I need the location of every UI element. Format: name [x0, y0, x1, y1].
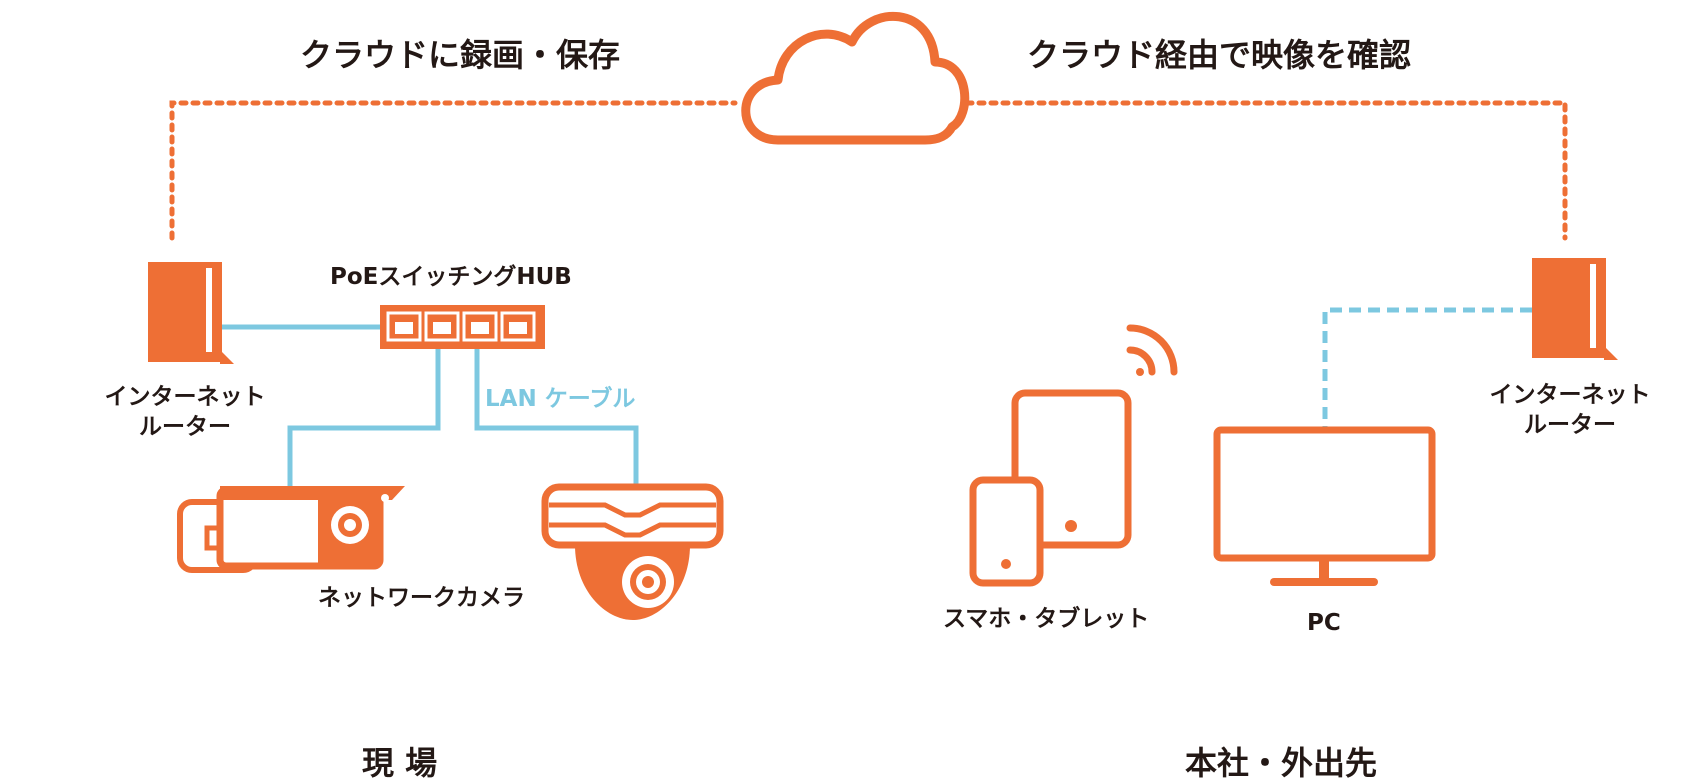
switching-hub-icon [380, 305, 545, 349]
poe-hub-label: PoEスイッチングHUB [330, 264, 572, 290]
router-left-label-line1: インターネット [104, 384, 266, 410]
site-label: 現 場 [362, 744, 438, 782]
smartphone-icon [969, 476, 1044, 587]
router-right-label-line1: インターネット [1489, 382, 1651, 408]
pc-monitor-icon [1213, 426, 1436, 586]
lan-cable-label: LAN ケーブル [485, 386, 636, 412]
network-camera-label: ネットワークカメラ [318, 585, 525, 611]
head-office-label: 本社・外出先 [1185, 744, 1378, 782]
cloud-icon [741, 11, 970, 145]
smartphone-tablet-label: スマホ・タブレット [943, 606, 1150, 632]
pc-lan-cable [1322, 307, 1532, 428]
bullet-camera-icon [177, 486, 405, 573]
cloud-connection-lines [169, 100, 1568, 241]
dome-camera-icon [541, 483, 724, 620]
router-left-icon [148, 262, 234, 364]
pc-label: PC [1307, 610, 1341, 636]
router-right-label: インターネット ルーター [1490, 380, 1651, 440]
router-right-icon [1532, 258, 1618, 360]
router-left-label: インターネット ルーター [105, 382, 266, 442]
cloud-view-label: クラウド経由で映像を確認 [1027, 36, 1412, 74]
cloud-record-label: クラウドに録画・保存 [300, 36, 621, 74]
router-right-label-line2: ルーター [1524, 412, 1616, 438]
router-left-label-line2: ルーター [139, 414, 231, 440]
wifi-icon [1126, 324, 1178, 376]
lan-cables [222, 324, 639, 490]
